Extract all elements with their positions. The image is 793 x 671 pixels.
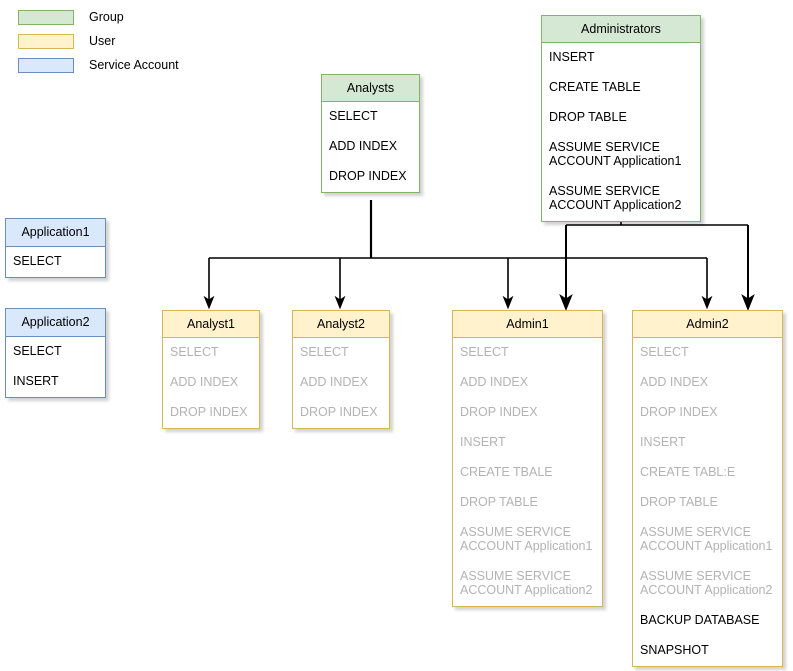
node-permissions-analyst2: SELECT ADD INDEX DROP INDEX bbox=[292, 338, 390, 429]
permission-item: ADD INDEX bbox=[170, 375, 239, 389]
permission-item: ADD INDEX bbox=[329, 139, 398, 153]
permission-item: DROP INDEX bbox=[170, 405, 248, 419]
legend-item-service-account: Service Account bbox=[18, 54, 228, 76]
node-title-analysts: Analysts bbox=[321, 74, 420, 102]
legend-label-group: Group bbox=[89, 9, 124, 24]
permission-item: SELECT bbox=[460, 345, 509, 359]
permission-item: ASSUME SERVICE ACCOUNT Application1 bbox=[460, 525, 593, 553]
permission-item: ADD INDEX bbox=[640, 375, 709, 389]
permission-item: INSERT bbox=[460, 435, 506, 449]
node-permissions-application2: SELECT INSERT bbox=[5, 337, 106, 398]
permission-item: SELECT bbox=[300, 345, 349, 359]
permission-item: DROP TABLE bbox=[460, 495, 538, 509]
node-permissions-analyst1: SELECT ADD INDEX DROP INDEX bbox=[162, 338, 260, 429]
node-permissions-admin1: SELECT ADD INDEX DROP INDEX INSERT CREATE TB… bbox=[452, 338, 603, 607]
legend: Group User Service Account bbox=[18, 6, 228, 78]
permission-item: INSERT bbox=[13, 374, 59, 388]
node-title-admin1: Admin1 bbox=[452, 310, 603, 338]
legend-swatch-service-account bbox=[18, 57, 74, 73]
permission-item: SELECT bbox=[170, 345, 219, 359]
permission-item: ASSUME SERVICE ACCOUNT Application2 bbox=[460, 569, 593, 597]
legend-item-user: User bbox=[18, 30, 228, 52]
permission-item: ADD INDEX bbox=[460, 375, 529, 389]
legend-label-user: User bbox=[89, 33, 116, 48]
permission-item: DROP TABLE bbox=[640, 495, 718, 509]
permission-item: SELECT bbox=[640, 345, 689, 359]
permission-item: ASSUME SERVICE ACCOUNT Application2 bbox=[640, 569, 773, 597]
node-title-admin2: Admin2 bbox=[632, 310, 783, 338]
permission-item: CREATE TBALE bbox=[460, 465, 553, 479]
node-permissions-application1: SELECT bbox=[5, 247, 106, 278]
node-permissions-analysts: SELECT ADD INDEX DROP INDEX bbox=[321, 102, 420, 193]
node-title-application2: Application2 bbox=[5, 308, 106, 337]
permission-item: SNAPSHOT bbox=[640, 643, 709, 657]
node-title-application1: Application1 bbox=[5, 218, 106, 247]
permission-item: DROP INDEX bbox=[460, 405, 538, 419]
permission-item: CREATE TABLE bbox=[549, 80, 641, 94]
permission-item: DROP INDEX bbox=[329, 169, 407, 183]
legend-item-group: Group bbox=[18, 6, 228, 28]
node-permissions-admin2: SELECT ADD INDEX DROP INDEX INSERT CREATE TA… bbox=[632, 338, 783, 667]
node-permissions-administrators: INSERT CREATE TABLE DROP TABLE ASSUME SERVI… bbox=[541, 43, 701, 222]
legend-swatch-group bbox=[18, 9, 74, 25]
node-title-administrators: Administrators bbox=[541, 15, 701, 43]
node-title-analyst1: Analyst1 bbox=[162, 310, 260, 338]
permission-item: SELECT bbox=[329, 109, 378, 123]
permission-item: DROP TABLE bbox=[549, 110, 627, 124]
permission-item: DROP INDEX bbox=[300, 405, 378, 419]
legend-label-service-account: Service Account bbox=[89, 57, 179, 72]
permission-item: CREATE TABL:E bbox=[640, 465, 736, 479]
permission-item: ASSUME SERVICE ACCOUNT Application2 bbox=[549, 184, 682, 212]
permission-item: INSERT bbox=[549, 50, 595, 64]
permission-item: ASSUME SERVICE ACCOUNT Application1 bbox=[640, 525, 773, 553]
permission-item: DROP INDEX bbox=[640, 405, 718, 419]
legend-swatch-user bbox=[18, 33, 74, 49]
permission-item: ADD INDEX bbox=[300, 375, 369, 389]
permission-item: ASSUME SERVICE ACCOUNT Application1 bbox=[549, 140, 682, 168]
node-title-analyst2: Analyst2 bbox=[292, 310, 390, 338]
permission-item: SELECT bbox=[13, 254, 62, 268]
permission-item: SELECT bbox=[13, 344, 62, 358]
permission-item: BACKUP DATABASE bbox=[640, 613, 760, 627]
permission-item: INSERT bbox=[640, 435, 686, 449]
